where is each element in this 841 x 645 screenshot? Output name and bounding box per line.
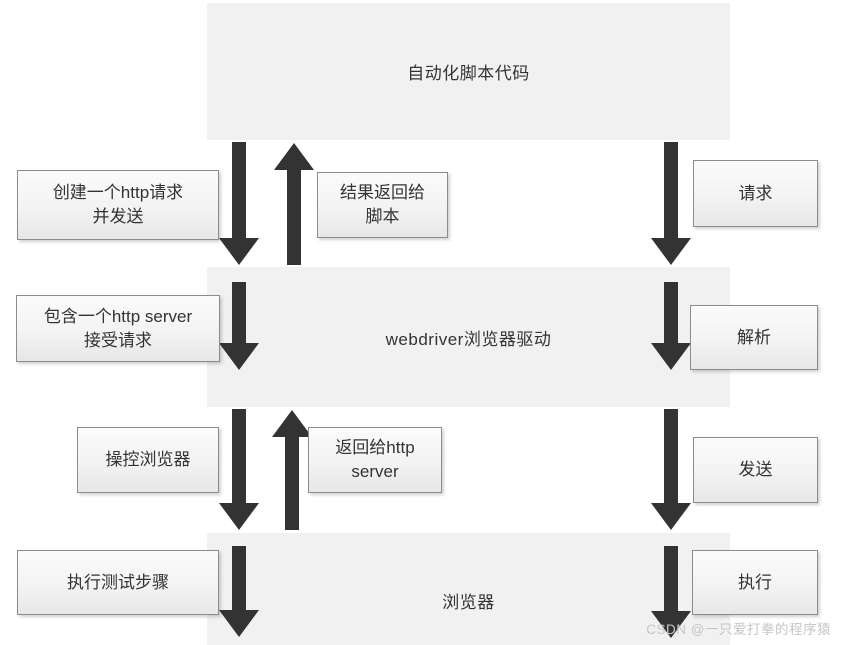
arrow-down-script-to-webdriver-right-icon (651, 142, 691, 265)
arrow-down-webdriver-to-browser-right-icon (651, 409, 691, 530)
label-parse: 解析 (737, 327, 771, 347)
band-webdriver: webdriver浏览器驱动 (207, 267, 730, 407)
label-box-execute-steps: 执行测试步骤 (17, 550, 219, 615)
label-request: 请求 (738, 183, 773, 203)
label-box-parse: 解析 (690, 305, 818, 370)
label-box-result-to-script: 结果返回给 脚本 (317, 172, 448, 238)
band-script-code: 自动化脚本代码 (207, 3, 730, 140)
label-box-create-request: 创建一个http请求 并发送 (17, 170, 219, 240)
arrow-down-webdriver-to-browser-left-icon (219, 409, 259, 530)
label-box-control-browser: 操控浏览器 (77, 427, 219, 493)
label-create-request: 创建一个http请求 并发送 (52, 183, 184, 226)
csdn-watermark: CSDN @一只爱打拳的程序猿 (646, 622, 831, 637)
arrow-up-browser-to-webdriver-icon (272, 410, 312, 530)
label-box-execute: 执行 (692, 550, 818, 615)
label-box-send: 发送 (693, 437, 818, 503)
band-browser: 浏览器 (207, 533, 730, 645)
label-box-request: 请求 (693, 160, 818, 227)
label-return-to-server: 返回给http server (335, 438, 415, 481)
label-box-http-server: 包含一个http server 接受请求 (16, 295, 220, 362)
band-webdriver-title: webdriver浏览器驱动 (385, 329, 552, 349)
label-send: 发送 (738, 460, 773, 480)
arrow-down-webdriver-left-icon (219, 282, 259, 370)
band-script-code-title: 自动化脚本代码 (407, 64, 530, 83)
label-execute-steps: 执行测试步骤 (67, 572, 169, 592)
label-control-browser: 操控浏览器 (105, 450, 191, 470)
band-browser-title: 浏览器 (442, 592, 495, 612)
arrow-up-webdriver-to-script-icon (274, 143, 314, 265)
arrow-down-browser-right-icon (651, 546, 691, 638)
arrow-down-webdriver-right-icon (651, 282, 691, 370)
arrow-down-browser-left-icon (219, 546, 259, 637)
label-http-server: 包含一个http server 接受请求 (43, 306, 193, 350)
label-result-to-script: 结果返回给 脚本 (340, 183, 425, 226)
label-box-return-to-server: 返回给http server (308, 427, 442, 493)
arrow-down-script-to-webdriver-left-icon (219, 142, 259, 265)
label-execute: 执行 (738, 572, 772, 592)
